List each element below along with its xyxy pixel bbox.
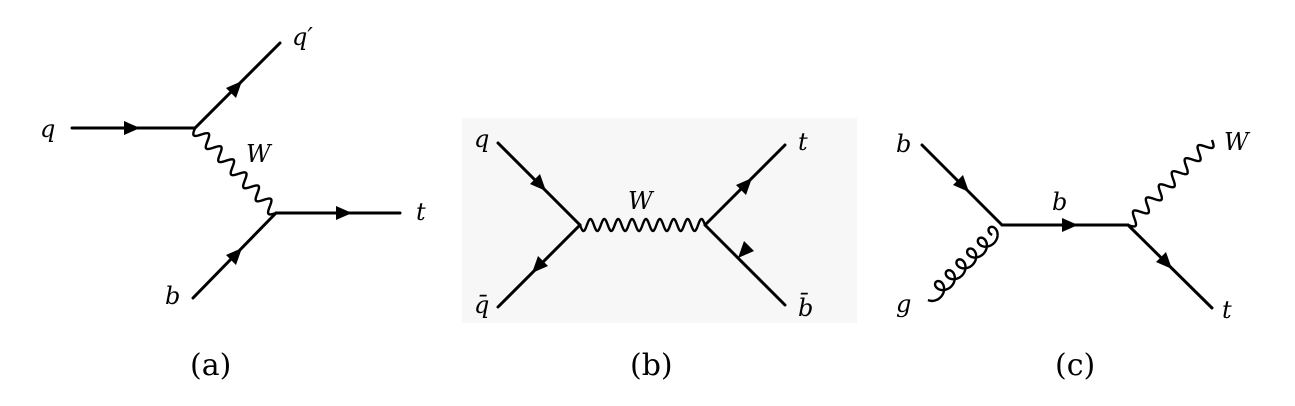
b-incoming-antiquark-arrow [532, 256, 548, 273]
b-label-q: q [474, 125, 489, 153]
c-label-b-in: b [896, 130, 911, 158]
a-label-t: t [416, 198, 426, 226]
b-outgoing-antibottom-line [703, 223, 787, 307]
diagram-a: q q′ W b t (a) [40, 23, 426, 383]
b-label-w: W [628, 187, 655, 215]
a-outgoing-quark-arrow [226, 81, 242, 98]
c-label-g: g [896, 290, 911, 318]
a-label-q-prime: q′ [292, 23, 313, 51]
c-incoming-b-arrow [953, 175, 969, 192]
a-outgoing-top-arrow [336, 206, 352, 220]
c-caption: (c) [1055, 348, 1095, 383]
a-label-q: q [40, 115, 55, 143]
a-w-boson-propagator [192, 127, 277, 216]
c-outgoing-top-arrow [1156, 252, 1172, 269]
b-incoming-quark-arrow [530, 174, 546, 191]
c-label-t: t [1222, 296, 1232, 324]
a-label-w: W [246, 140, 273, 168]
b-label-bbar: b̄ [798, 293, 813, 322]
diagram-b: q q̄ W t b̄ (b) [462, 118, 857, 383]
a-incoming-b-arrow [226, 248, 242, 265]
c-label-w: W [1224, 128, 1251, 156]
b-label-qbar: q̄ [474, 291, 489, 319]
b-label-t: t [798, 128, 808, 156]
b-outgoing-antibottom-arrow [738, 241, 754, 258]
c-label-b-propagator: b [1052, 188, 1067, 216]
c-b-propagator-arrow [1062, 218, 1078, 232]
diagram-c: b g b W t (c) [896, 128, 1251, 383]
c-gluon-line [927, 225, 999, 303]
c-w-boson-line [1127, 139, 1215, 228]
a-incoming-quark-arrow [124, 121, 140, 135]
b-w-boson-propagator [578, 217, 707, 233]
a-caption: (a) [190, 348, 231, 383]
a-label-b: b [165, 282, 180, 310]
b-outgoing-top-arrow [736, 178, 752, 195]
b-caption: (b) [630, 348, 673, 383]
